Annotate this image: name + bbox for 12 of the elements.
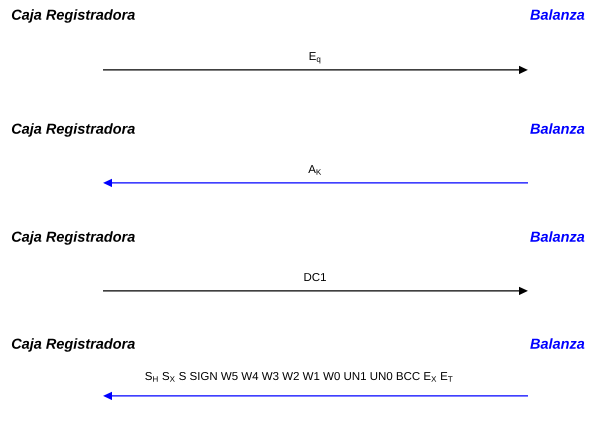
device-label: Caja Registradora (12, 338, 135, 352)
device-label: Caja Registradora (12, 123, 135, 137)
edge-label: E$_{q}$ (310, 52, 320, 64)
edge-label: DC1 (304, 272, 326, 282)
device-label: Balanza (530, 231, 584, 242)
device-label: Caja Registradora (12, 231, 135, 245)
device-label: Balanza (530, 338, 584, 349)
edge-label: A$_{K}$ (308, 165, 322, 175)
edge-label: S$_{H}$ S$_{X}$ S SIGN W5 W4 W3 W2 W1 W0 UN1 UN0 BCC E$_{X}$ E$_{T}$ (145, 372, 453, 382)
device-label: Balanza (530, 123, 584, 134)
device-label: Balanza (530, 9, 584, 20)
device-label: Caja Registradora (12, 9, 135, 23)
